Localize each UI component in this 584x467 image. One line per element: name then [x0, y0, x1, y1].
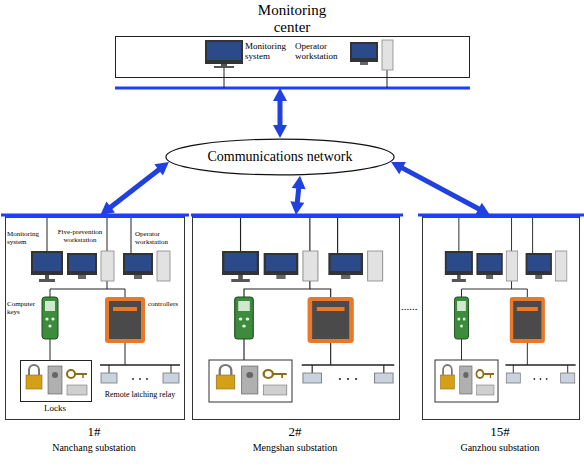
substation-box: 2#Mengshan substation: [192, 215, 400, 420]
arrow-head: [273, 88, 287, 101]
arrow-shaft: [110, 169, 160, 207]
network-arrow: [391, 162, 490, 215]
device-label: controllers: [148, 301, 184, 309]
center-title: Monitoring center: [242, 2, 342, 35]
arrow-head: [273, 125, 287, 138]
substation-number: 2#: [192, 425, 398, 439]
arrow-head: [100, 202, 115, 215]
arrow-head: [290, 201, 304, 215]
network-arrow: [100, 162, 169, 215]
substation-box: 15#Ganzhou substation: [422, 215, 580, 420]
network-arrow: [290, 176, 305, 215]
device-label: Remote latching relay: [97, 391, 183, 400]
arrow-head: [475, 203, 490, 215]
arrow-shaft: [402, 168, 480, 210]
substation-name: Mengshan substation: [192, 442, 398, 453]
arrow-head: [154, 162, 169, 175]
device-label: Operator workstation: [295, 42, 347, 62]
locks-box: Locks: [20, 360, 92, 402]
locks-label: Locks: [20, 404, 90, 414]
arrow-head: [391, 162, 406, 174]
device-label: Computer keys: [7, 301, 40, 316]
arrow-head: [292, 176, 306, 190]
monitoring-center-box: Monitoring centerMonitoring systemOperat…: [115, 36, 470, 78]
substation-name: Ganzhou substation: [422, 442, 578, 453]
network-arrow: [273, 88, 287, 138]
arrow-shaft: [297, 188, 299, 203]
device-label: Monitoring system: [245, 42, 293, 62]
device-label: Five-prevention workstation: [55, 229, 105, 244]
substation-number: 1#: [5, 425, 183, 439]
device-label: Operator workstation: [135, 231, 181, 246]
network-label: Communications network: [165, 149, 395, 164]
substation-name: Nanchang substation: [5, 442, 183, 453]
device-label: Monitoring system: [7, 231, 43, 246]
network-ellipse: Communications network: [165, 138, 395, 176]
substation-number: 15#: [422, 425, 578, 439]
substation-box: 1#Nanchang substationMonitoring systemFi…: [5, 215, 185, 420]
ellipsis-mark: ......: [401, 300, 423, 312]
arrow-shaft: [278, 100, 283, 126]
